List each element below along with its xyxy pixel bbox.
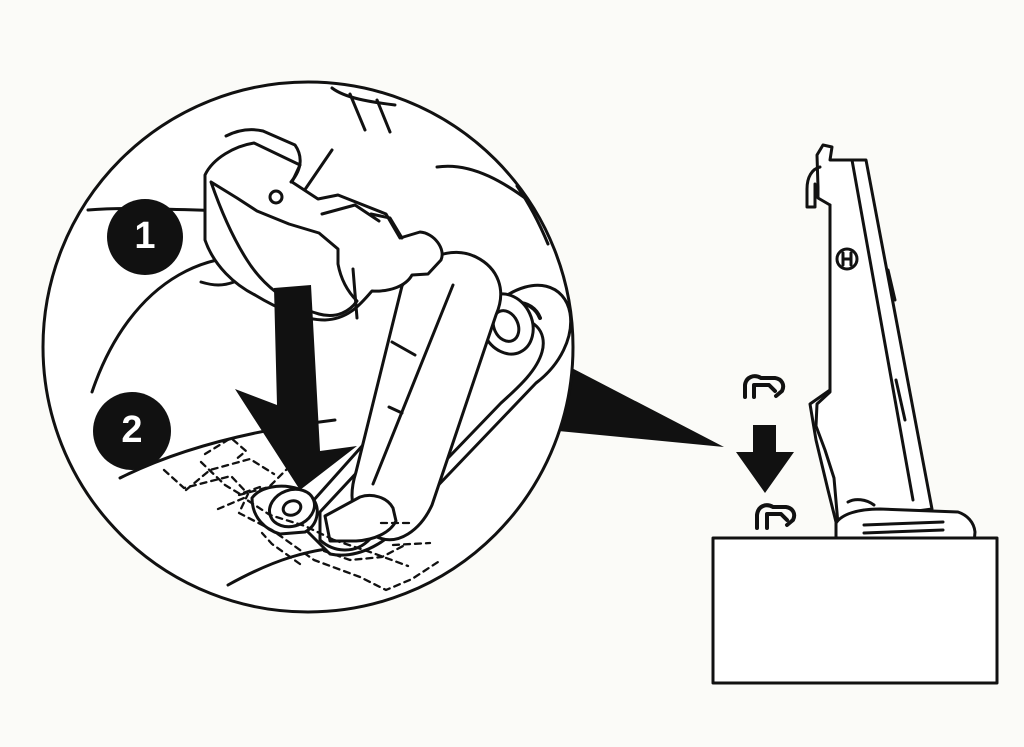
callout-2-label: 2 — [121, 409, 142, 451]
down-arrow-small-icon — [736, 425, 794, 493]
hinge-side-view — [711, 143, 999, 685]
callout-2: 2 — [93, 392, 171, 470]
callout-1-label: 1 — [134, 215, 155, 257]
callout-1: 1 — [107, 199, 183, 275]
down-arrow-large-icon — [235, 285, 357, 490]
cabinet-panel — [711, 536, 999, 685]
magnifier-pointer — [548, 365, 724, 447]
magnified-detail-view: 1 2 — [41, 80, 575, 614]
